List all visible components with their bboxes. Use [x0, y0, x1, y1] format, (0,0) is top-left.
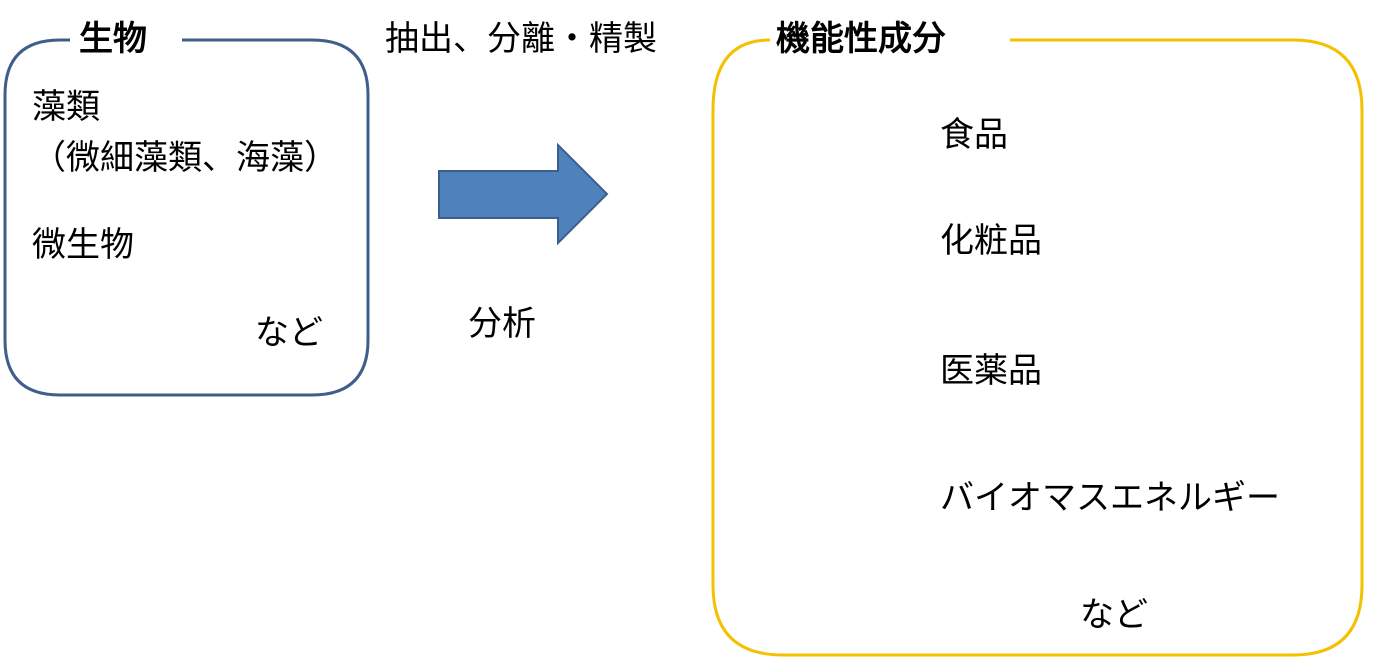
- source-title: 生物: [79, 19, 147, 59]
- result-item-cosmetics: 化粧品: [940, 221, 1042, 261]
- result-etc: など: [1080, 595, 1148, 635]
- process-bottom-label: 分析: [468, 304, 536, 344]
- result-item-food: 食品: [940, 115, 1008, 155]
- source-item-algae: 藻類: [32, 87, 100, 127]
- source-item-algae-detail: （微細藻類、海藻）: [32, 138, 338, 178]
- result-item-biomass-energy: バイオマスエネルギー: [940, 478, 1280, 518]
- result-box-border: [711, 38, 1364, 657]
- source-item-microorganism: 微生物: [32, 225, 134, 265]
- result-item-pharmaceuticals: 医薬品: [940, 351, 1042, 391]
- source-etc: など: [255, 313, 323, 353]
- result-title: 機能性成分: [776, 19, 946, 59]
- process-arrow: [438, 142, 609, 246]
- process-top-label: 抽出、分離・精製: [385, 19, 657, 59]
- source-box-border: [3, 38, 370, 397]
